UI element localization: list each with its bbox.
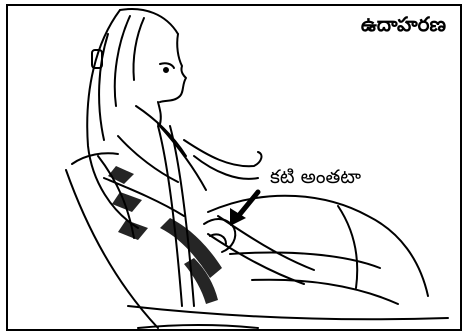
seated-woman-illustration [8,6,460,329]
arrow-icon [230,192,258,226]
page-title: ఉదాహరణ [361,12,446,41]
illustration-frame: ఉదాహరణ కటి అంతటా [6,4,462,331]
callout-label: కటి అంతటా [270,166,361,193]
